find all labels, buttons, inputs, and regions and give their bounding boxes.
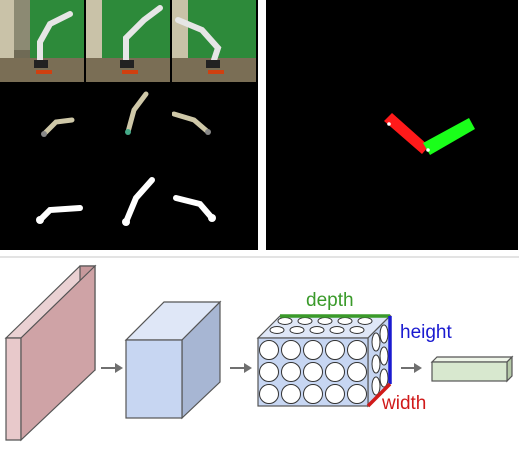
arrow-icon	[401, 363, 422, 373]
input-volume	[4, 264, 97, 442]
width-edge	[366, 382, 392, 408]
robot-frame-grid	[0, 0, 258, 250]
arrow-icon	[230, 363, 252, 373]
masked-frame	[172, 84, 256, 166]
output-volume	[430, 355, 514, 383]
arm-joint-elbow	[426, 148, 430, 152]
binary-mask	[86, 168, 170, 250]
depth-label: depth	[306, 290, 354, 311]
masked-frame	[0, 84, 84, 166]
camera-frame	[86, 0, 170, 82]
masked-frame	[86, 84, 170, 166]
neuron-volume	[256, 314, 392, 408]
conv-volume	[124, 300, 222, 420]
binary-mask	[172, 168, 256, 250]
width-label: width	[381, 393, 426, 414]
camera-frame	[0, 0, 84, 82]
arm-link-2	[423, 118, 475, 155]
arm-joint-base	[387, 122, 391, 126]
arrow-icon	[101, 363, 123, 373]
cnn-volume-diagram: depth height width	[0, 258, 519, 447]
binary-mask	[0, 168, 84, 250]
height-label: height	[400, 322, 452, 343]
camera-frame	[172, 0, 256, 82]
arm-link-1	[384, 113, 429, 154]
simulation-panel	[266, 0, 518, 250]
section-divider	[0, 256, 519, 258]
